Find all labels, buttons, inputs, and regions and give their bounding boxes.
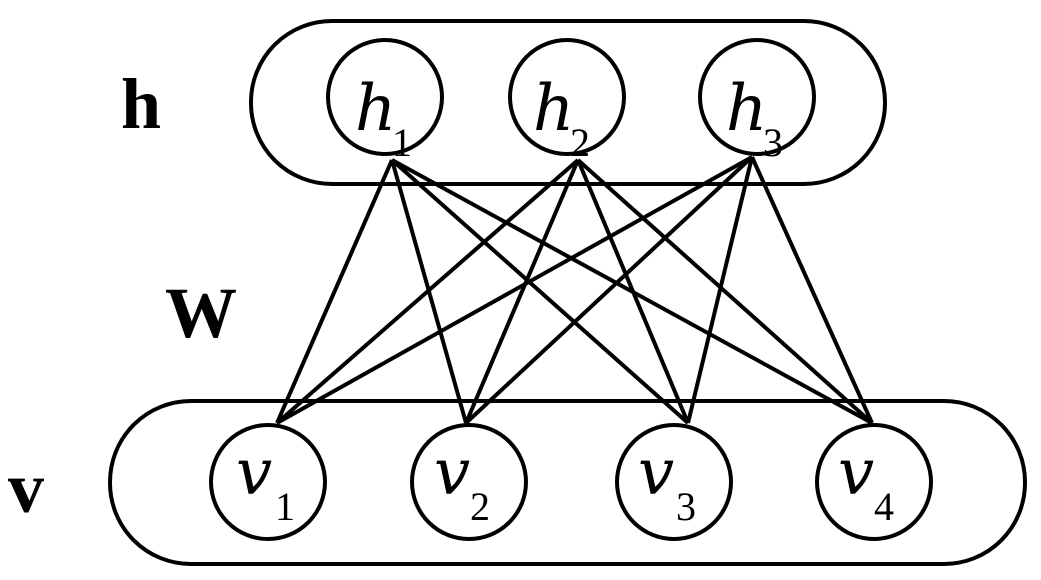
visible-layer-label: v <box>8 448 44 528</box>
hidden-node-2-sub: 2 <box>570 120 590 165</box>
hidden-node-2: h 2 <box>508 38 626 165</box>
weights-label: W <box>165 273 237 353</box>
edge-h2-v3 <box>576 159 690 424</box>
edge-h1-v3 <box>390 158 690 425</box>
hidden-node-1-var: h <box>355 72 396 146</box>
weight-connections <box>275 155 874 425</box>
hidden-node-3-circle <box>698 38 816 156</box>
visible-node-4: v 4 <box>815 423 933 541</box>
hidden-node-3-var: h <box>726 72 767 146</box>
edge-h2-v4 <box>576 158 874 425</box>
visible-node-3-circle <box>615 423 733 541</box>
visible-node-2-var: v <box>434 436 470 510</box>
visible-node-3-sub: 3 <box>676 484 696 529</box>
visible-node-3: v 3 <box>615 423 733 541</box>
hidden-node-2-circle <box>508 38 626 156</box>
visible-node-4-var: v <box>838 436 874 510</box>
visible-node-2-circle <box>410 423 528 541</box>
visible-node-1-circle <box>209 423 327 541</box>
edge-h3-v4 <box>750 156 874 424</box>
visible-node-3-var: v <box>638 436 674 510</box>
visible-node-1-sub: 1 <box>275 484 295 529</box>
hidden-node-1-sub: 1 <box>392 120 412 165</box>
hidden-node-1-circle <box>326 38 444 156</box>
edge-h3-v2 <box>464 155 754 425</box>
hidden-node-1: h 1 <box>326 38 444 165</box>
edge-h1-v1 <box>275 159 394 424</box>
visible-node-4-circle <box>815 423 933 541</box>
hidden-layer-label: h <box>121 64 161 144</box>
visible-node-4-sub: 4 <box>874 484 894 529</box>
hidden-node-2-var: h <box>533 72 574 146</box>
edge-h3-v1 <box>276 155 753 425</box>
visible-node-1: v 1 <box>209 423 327 541</box>
visible-node-1-var: v <box>236 436 272 510</box>
visible-node-2-sub: 2 <box>470 484 490 529</box>
visible-layer-box <box>108 399 1027 566</box>
hidden-node-3-sub: 3 <box>763 120 783 165</box>
edge-h2-v2 <box>464 159 580 424</box>
edge-h2-v1 <box>275 158 580 425</box>
visible-node-2: v 2 <box>410 423 528 541</box>
hidden-node-3: h 3 <box>698 38 816 165</box>
edge-h3-v3 <box>686 156 754 424</box>
